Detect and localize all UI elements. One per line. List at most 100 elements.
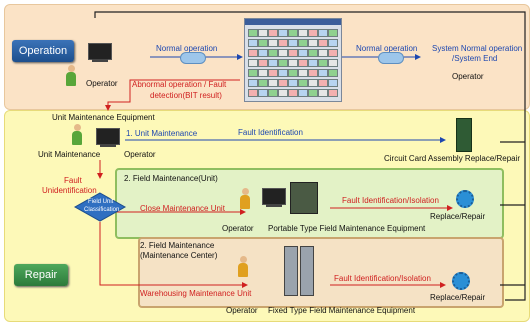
console-indicator-cell xyxy=(298,29,308,37)
console-indicator-cell xyxy=(308,79,318,87)
gear-icon-1 xyxy=(456,190,474,208)
normal-operation-label-2: Normal operation xyxy=(356,44,418,53)
console-indicator-cell xyxy=(288,29,298,37)
console-indicator-cell xyxy=(278,79,288,87)
fault-isolation-label-2: Fault Identification/Isolation xyxy=(334,274,431,283)
gear-icon-2 xyxy=(452,272,470,290)
network-cloud-icon-1 xyxy=(180,52,206,64)
console-indicator-cell xyxy=(278,69,288,77)
operation-section-label: Operation xyxy=(12,40,74,62)
system-end-label-1: System Normal operation xyxy=(432,44,523,53)
fixed-equipment-rack-2-icon xyxy=(300,246,314,296)
console-indicator-cell xyxy=(288,49,298,57)
operator-person-icon xyxy=(66,65,76,87)
network-cloud-icon-2 xyxy=(378,52,404,64)
abnormal-operation-label-2: detection(BIT result) xyxy=(150,91,222,100)
console-indicator-cell xyxy=(328,69,338,77)
console-indicator-cell xyxy=(278,49,288,57)
field-unit-operator-icon xyxy=(240,188,250,210)
console-indicator-cell xyxy=(248,49,258,57)
console-indicator-cell xyxy=(318,49,328,57)
console-indicator-cell xyxy=(258,69,268,77)
console-indicator-cell xyxy=(248,59,258,67)
console-indicator-cell xyxy=(298,89,308,97)
console-indicator-cell xyxy=(328,29,338,37)
unit-maintenance-label: Unit Maintenance xyxy=(38,150,101,159)
unit-operator-label: Operator xyxy=(124,150,156,159)
replace-repair-label-1: Replace/Repair xyxy=(430,212,486,221)
fixed-equipment-rack-1-icon xyxy=(284,246,298,296)
console-indicator-cell xyxy=(258,39,268,47)
console-indicator-cell xyxy=(318,89,328,97)
field-center-title-1: 2. Field Maintenance xyxy=(140,241,215,250)
console-indicator-cell xyxy=(318,39,328,47)
replace-repair-label-2: Replace/Repair xyxy=(430,293,486,302)
console-indicator-cell xyxy=(278,39,288,47)
console-screen-figure xyxy=(244,18,342,102)
console-indicator-cell xyxy=(248,79,258,87)
repair-section-label: Repair xyxy=(14,264,68,286)
warehousing-label: Warehousing Maintenance Unit xyxy=(140,289,252,298)
console-indicator-cell xyxy=(328,49,338,57)
cca-replace-label: Circuit Card Assembly Replace/Repair xyxy=(384,154,521,163)
console-indicator-cell xyxy=(318,79,328,87)
fault-isolation-label-1: Fault Identification/Isolation xyxy=(342,196,439,205)
field-center-operator-icon xyxy=(238,256,248,278)
console-indicator-cell xyxy=(258,59,268,67)
abnormal-operation-label-1: Abnormal operation / Fault xyxy=(132,80,227,89)
console-indicator-cell xyxy=(268,29,278,37)
console-indicator-cell xyxy=(258,89,268,97)
portable-equipment-label: Portable Type Field Maintenance Equipmen… xyxy=(268,224,426,233)
console-indicator-cell xyxy=(308,69,318,77)
console-indicator-cell xyxy=(318,29,328,37)
field-unit-title: 2. Field Maintenance(Unit) xyxy=(124,174,218,183)
console-indicator-cell xyxy=(278,29,288,37)
console-indicator-cell xyxy=(308,59,318,67)
console-indicator-cell xyxy=(288,59,298,67)
field-maintenance-center-box xyxy=(138,237,504,308)
diamond-label-1: Field Unit xyxy=(88,199,114,205)
console-indicator-cell xyxy=(298,69,308,77)
console-indicator-cell xyxy=(248,89,258,97)
console-indicator-cell xyxy=(328,79,338,87)
field-center-title-2: (Maintenance Center) xyxy=(140,251,218,260)
console-indicator-cell xyxy=(298,59,308,67)
console-indicator-cell xyxy=(268,39,278,47)
console-indicator-cell xyxy=(288,89,298,97)
operator-right-label: Operator xyxy=(452,72,484,81)
fault-unidentification-label-2: Unidentification xyxy=(42,186,97,195)
fault-unidentification-label-1: Fault xyxy=(64,176,82,185)
diamond-label-2: Classification xyxy=(84,207,120,213)
console-indicator-cell xyxy=(308,89,318,97)
field-center-operator-label: Operator xyxy=(226,306,258,315)
console-indicator-cell xyxy=(298,49,308,57)
console-indicator-cell xyxy=(258,79,268,87)
console-indicator-cell xyxy=(308,39,318,47)
field-unit-operator-label: Operator xyxy=(222,224,254,233)
console-indicator-cell xyxy=(278,59,288,67)
console-indicator-cell xyxy=(288,69,298,77)
normal-operation-label-1: Normal operation xyxy=(156,44,218,53)
console-indicator-cell xyxy=(298,39,308,47)
console-indicator-cell xyxy=(328,39,338,47)
console-indicator-cell xyxy=(288,39,298,47)
fault-identification-label: Fault Identification xyxy=(238,128,303,137)
console-indicator-cell xyxy=(258,49,268,57)
console-indicator-cell xyxy=(248,39,258,47)
unit-maintenance-equipment-label: Unit Maintenance Equipment xyxy=(52,113,155,122)
operator-label: Operator xyxy=(86,79,118,88)
close-maintenance-unit-label: Close Maintenance Unit xyxy=(140,204,225,213)
console-indicator-cell xyxy=(328,89,338,97)
console-indicator-cell xyxy=(308,49,318,57)
console-indicator-cell xyxy=(258,29,268,37)
unit-operator-person-icon xyxy=(72,124,82,146)
console-indicator-cell xyxy=(268,89,278,97)
circuit-card-icon xyxy=(456,118,472,152)
console-indicator-cell xyxy=(328,59,338,67)
console-indicator-cell xyxy=(318,59,328,67)
console-indicator-cell xyxy=(268,59,278,67)
console-indicator-cell xyxy=(268,69,278,77)
unit-maintenance-step-label: 1. Unit Maintenance xyxy=(126,129,198,138)
console-indicator-cell xyxy=(248,69,258,77)
system-end-label-2: /System End xyxy=(452,54,498,63)
